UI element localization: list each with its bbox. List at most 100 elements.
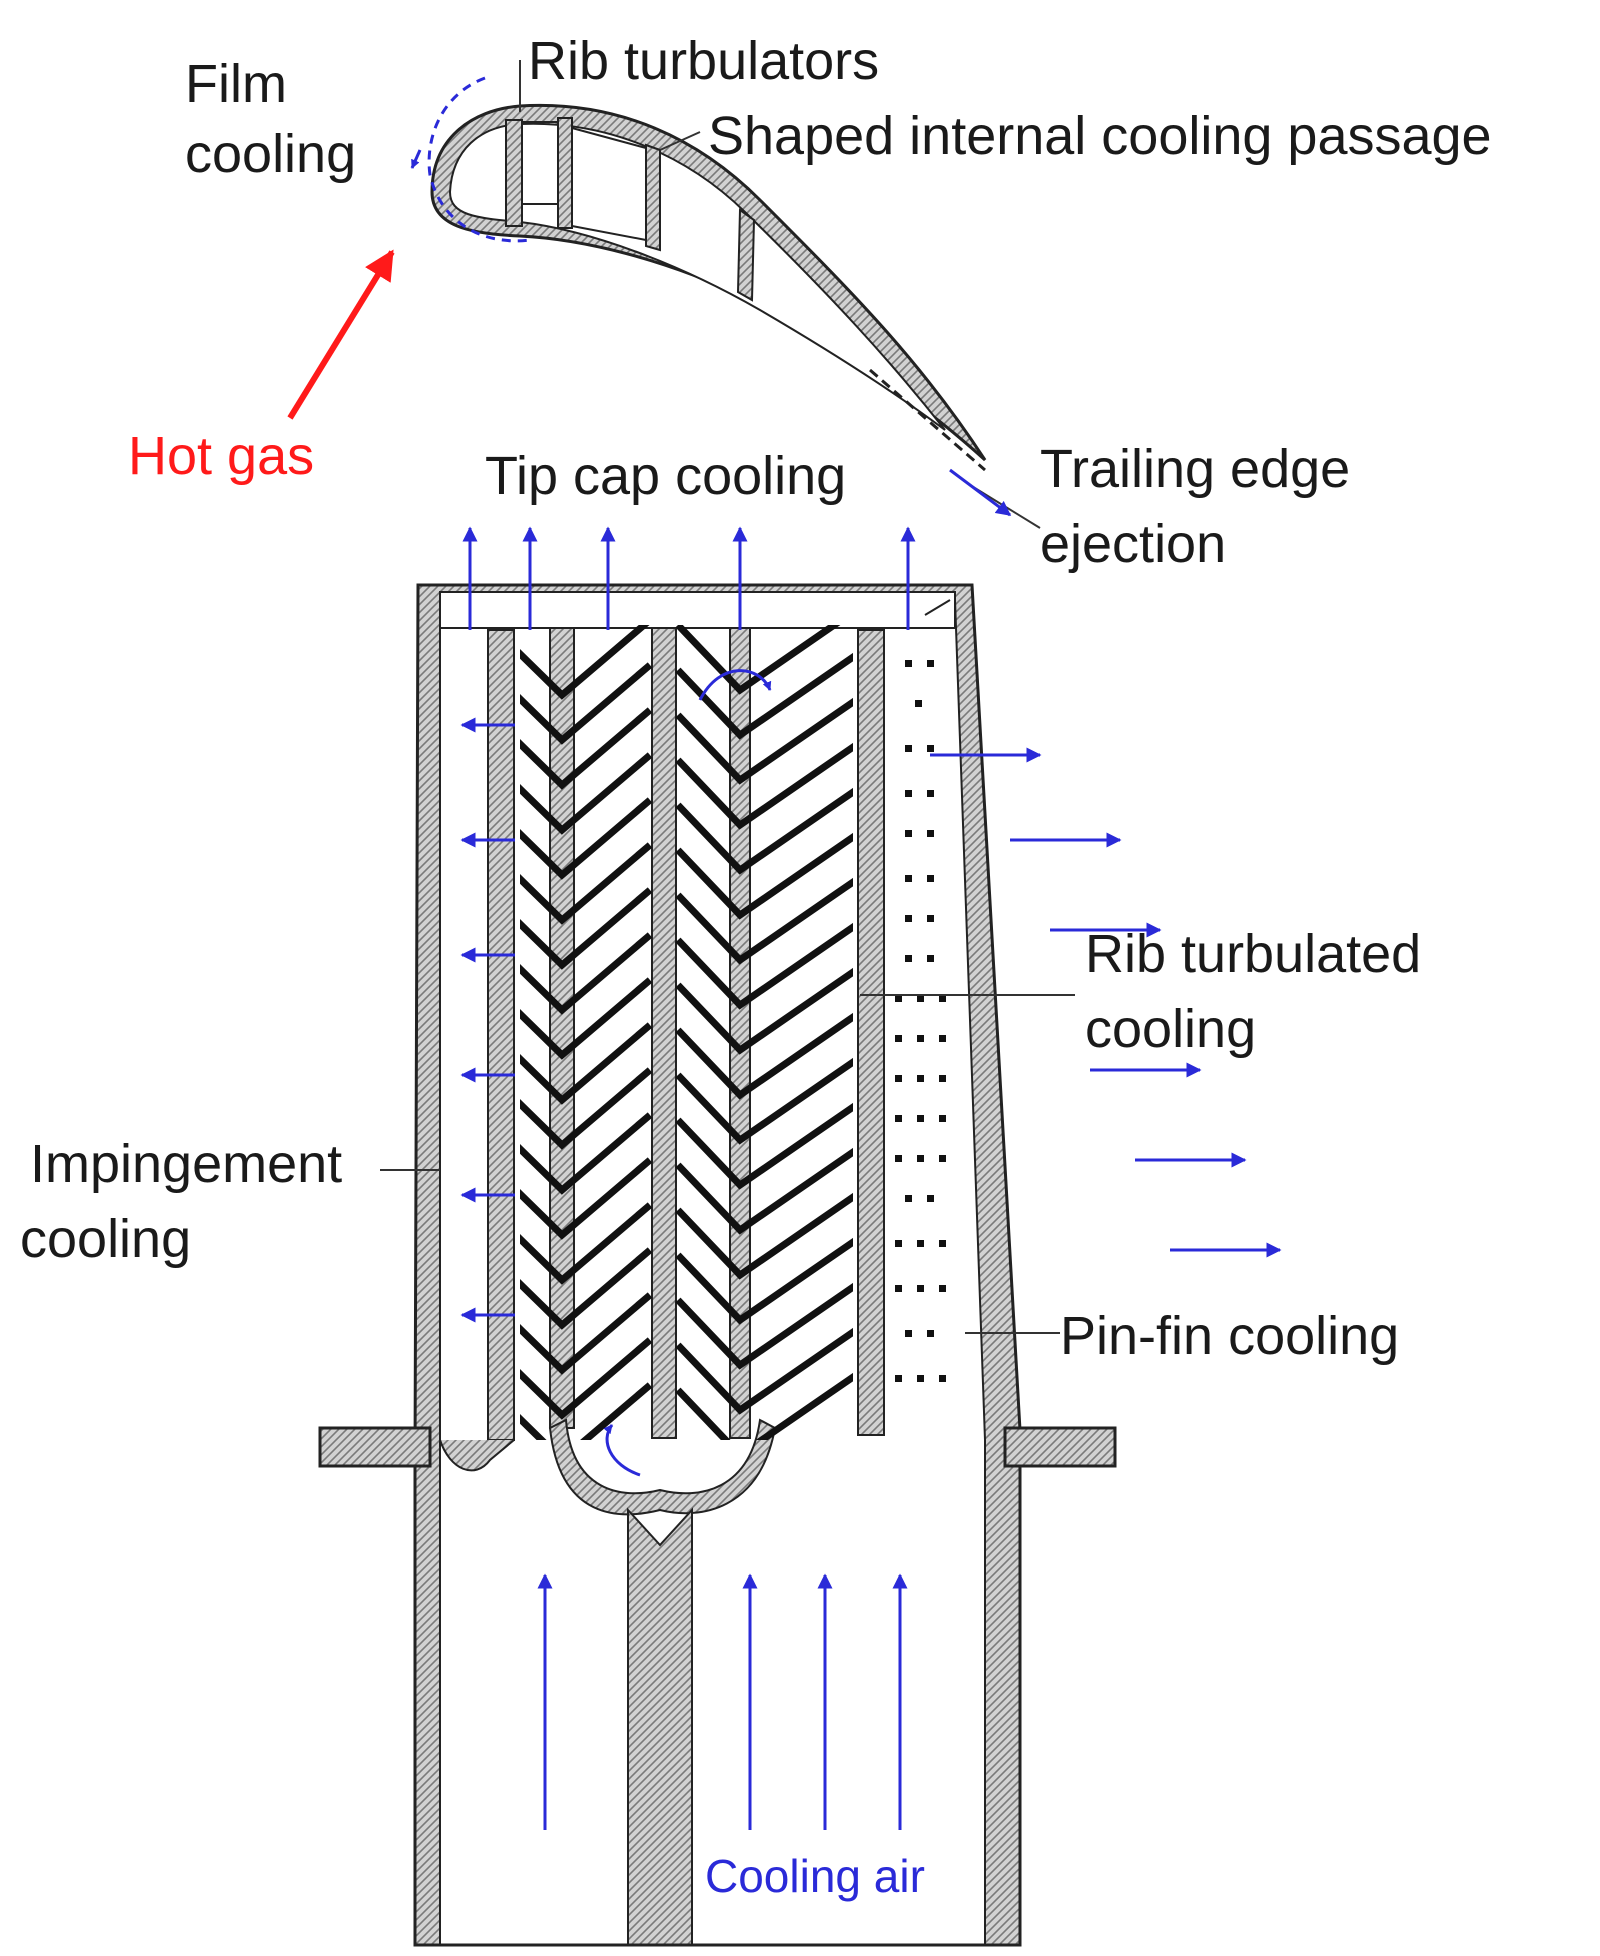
chevron-rib <box>520 887 652 970</box>
pin-fin <box>939 995 946 1002</box>
chevron-rib <box>520 752 652 835</box>
chevron-rib <box>675 742 853 830</box>
chevron-ribs-left <box>520 625 652 1440</box>
chevron-rib <box>520 932 652 1015</box>
blade-platform-left <box>318 1426 432 1468</box>
chevron-rib <box>520 1022 652 1105</box>
label-pin-fin-cooling: Pin-fin cooling <box>1060 1306 1400 1366</box>
pin-fin <box>905 915 912 922</box>
chevron-rib <box>675 1237 853 1325</box>
pin-fin <box>917 1075 924 1082</box>
pin-fin <box>905 1195 912 1202</box>
chevron-rib <box>675 1147 853 1235</box>
central-rib-column-1 <box>549 627 575 1429</box>
label-trailing-edge-line2: ejection <box>1040 514 1227 574</box>
chevron-rib <box>520 1202 652 1285</box>
pin-fin <box>917 1155 924 1162</box>
pin-fin <box>895 1035 902 1042</box>
chevron-rib <box>675 625 841 695</box>
pin-fin <box>927 830 934 837</box>
pin-fin <box>905 790 912 797</box>
pin-fin <box>939 1285 946 1292</box>
pin-fin <box>927 1330 934 1337</box>
pin-fin <box>927 790 934 797</box>
chevron-rib <box>520 1112 652 1195</box>
chevron-rib <box>520 1247 652 1330</box>
label-tip-cap-cooling: Tip cap cooling <box>485 446 847 506</box>
chevron-rib <box>675 1192 853 1280</box>
pin-fin <box>917 1115 924 1122</box>
label-film-cooling-line1: Film <box>185 54 287 114</box>
label-impingement-line1: Impingement <box>30 1134 343 1194</box>
airfoil-cross-section <box>410 76 987 472</box>
chevron-rib <box>520 1157 652 1240</box>
pin-fin <box>939 1375 946 1382</box>
pin-fin <box>927 875 934 882</box>
hot-gas-arrow <box>287 249 395 420</box>
pin-fin <box>905 830 912 837</box>
pin-fin <box>905 660 912 667</box>
chevron-rib <box>675 787 853 875</box>
pin-fin <box>915 700 922 707</box>
blade-platform-right <box>1003 1426 1117 1468</box>
pin-fin <box>895 1075 902 1082</box>
pin-fin <box>905 745 912 752</box>
chevron-rib <box>520 1292 652 1375</box>
pin-fin <box>939 1035 946 1042</box>
chevron-rib <box>675 1282 853 1370</box>
pin-fin <box>895 1155 902 1162</box>
impingement-wall <box>487 629 515 1441</box>
label-rib-turbulated-line1: Rib turbulated <box>1085 924 1422 984</box>
label-rib-turbulators: Rib turbulators <box>528 31 880 91</box>
label-rib-turbulated-line2: cooling <box>1085 999 1257 1059</box>
tip-cap <box>439 591 956 629</box>
pin-fin <box>917 1375 924 1382</box>
pin-fin-array <box>895 660 946 1382</box>
chevron-rib <box>520 625 650 700</box>
central-divider-stem <box>627 1507 693 1946</box>
pin-fin <box>895 1115 902 1122</box>
chevron-rib <box>520 707 652 790</box>
pin-fin <box>939 1155 946 1162</box>
pin-fin <box>939 1075 946 1082</box>
pin-fin <box>927 1195 934 1202</box>
chevron-rib <box>520 977 652 1060</box>
pin-fin <box>905 1330 912 1337</box>
pin-fin <box>895 1285 902 1292</box>
pin-fin <box>927 745 934 752</box>
chevron-rib <box>520 1382 652 1440</box>
chevron-rib <box>675 1012 853 1100</box>
chevron-rib <box>520 842 652 925</box>
airfoil-rib-4 <box>736 208 756 302</box>
pin-fin <box>895 1240 902 1247</box>
label-film-cooling-line2: cooling <box>185 124 357 184</box>
chevron-rib <box>675 922 853 1010</box>
pin-fin <box>939 1240 946 1247</box>
blade-cutaway <box>318 583 1117 1947</box>
chevron-rib <box>675 1102 853 1190</box>
chevron-rib <box>675 832 853 920</box>
chevron-rib <box>520 1337 652 1420</box>
pin-fin <box>917 1285 924 1292</box>
chevron-rib <box>675 652 853 740</box>
pin-fin <box>939 1115 946 1122</box>
airfoil-rib-2 <box>557 117 573 229</box>
label-hot-gas: Hot gas <box>128 426 315 486</box>
central-rib-column-2 <box>651 627 677 1439</box>
pin-fin <box>905 955 912 962</box>
label-cooling-air: Cooling air <box>705 1850 925 1902</box>
chevron-rib <box>675 967 853 1055</box>
pin-fin <box>895 1375 902 1382</box>
pin-fin <box>927 660 934 667</box>
chevron-rib <box>675 697 853 785</box>
airfoil-rib-3 <box>645 143 661 252</box>
chevron-ribs-right <box>675 625 853 1440</box>
pin-fin-wall <box>857 629 885 1436</box>
pin-fin <box>917 1035 924 1042</box>
chevron-rib <box>675 877 853 965</box>
airfoil-rib-1 <box>505 119 523 227</box>
pin-fin <box>927 915 934 922</box>
chevron-rib <box>520 797 652 880</box>
label-shaped-internal-cooling-passage: Shaped internal cooling passage <box>708 106 1492 166</box>
